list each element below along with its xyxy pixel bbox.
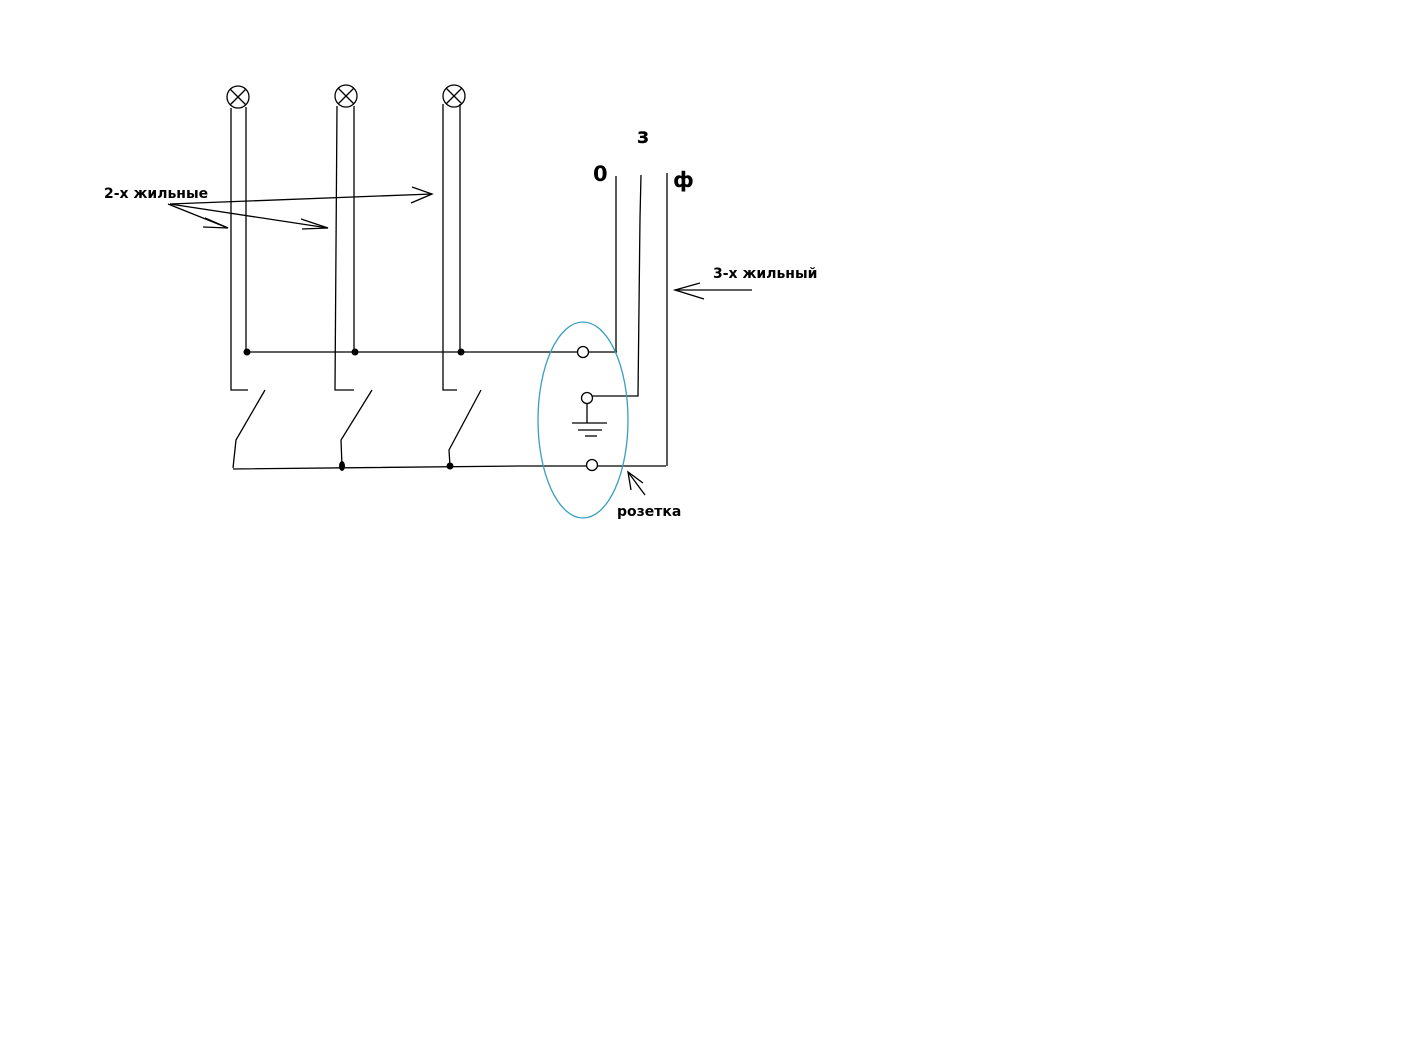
lamp-3 bbox=[442, 84, 466, 108]
phase-bus bbox=[232, 465, 666, 470]
lamp-wires bbox=[230, 104, 461, 391]
label-socket: розетка bbox=[617, 504, 682, 520]
lamp-1 bbox=[226, 85, 250, 109]
arrows-two-core bbox=[167, 186, 434, 230]
earth-wire bbox=[592, 174, 642, 397]
socket-terminal-neutral bbox=[576, 345, 590, 359]
switches bbox=[232, 389, 482, 469]
junction-dots bbox=[243, 348, 465, 471]
label-two-core: 2-х жильные bbox=[104, 186, 209, 202]
label-three-core: 3-х жильный bbox=[713, 266, 818, 282]
lamp-2 bbox=[334, 84, 358, 108]
label-phase: ф bbox=[673, 168, 694, 192]
socket-terminal-phase bbox=[585, 458, 599, 472]
ground-symbol-icon bbox=[572, 404, 607, 437]
label-neutral: 0 bbox=[593, 162, 608, 186]
arrow-three-core bbox=[672, 282, 752, 300]
socket-terminal-earth bbox=[580, 391, 594, 405]
arrow-socket bbox=[627, 470, 646, 496]
label-earth: з bbox=[637, 124, 650, 148]
socket-outline bbox=[537, 321, 629, 519]
